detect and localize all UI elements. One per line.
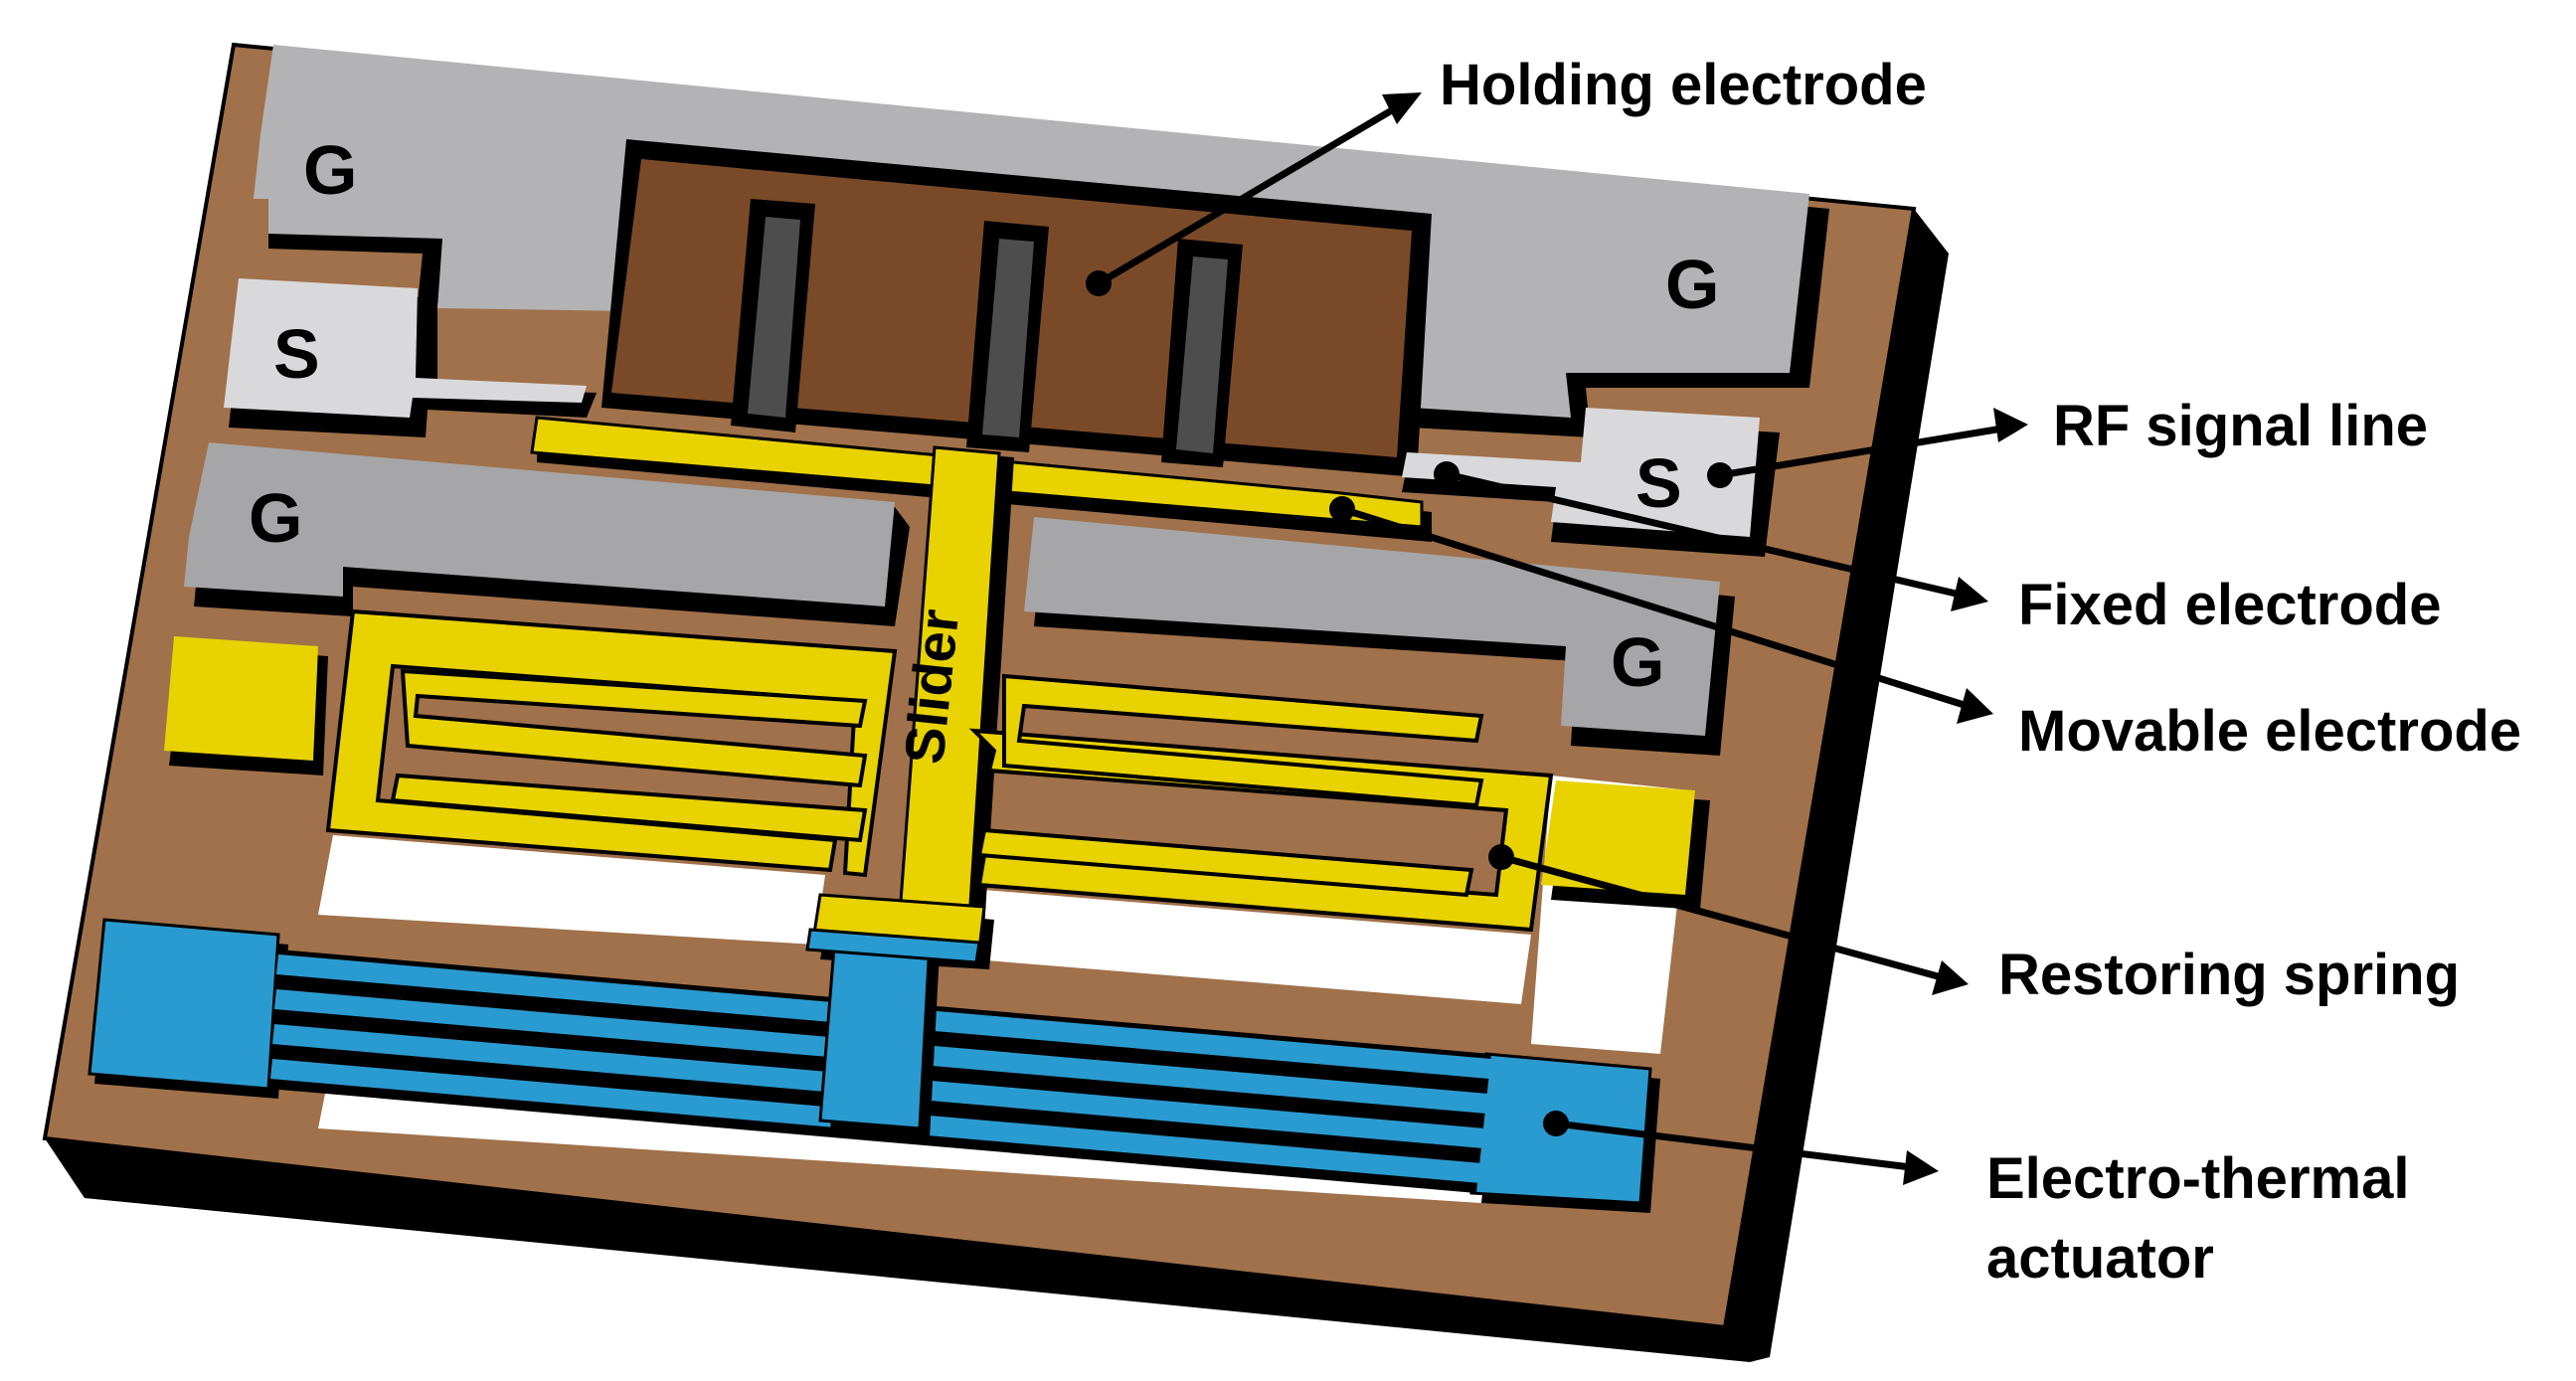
spring-right-finger-2 [976,827,1474,898]
actuator-center-block [818,933,932,1130]
label-movable-electrode: Movable electrode [2018,699,2521,764]
signal-pad-left [224,278,597,437]
dot-actuator [1543,1111,1569,1136]
holding-slot-2-inner [982,239,1034,437]
callout-pointers [1097,100,2009,1172]
pad-label-s-left: S [273,315,320,393]
pad-label-g-mid-left: G [249,479,302,557]
callout-arrowheads [1382,92,2028,1185]
pointer-actuator [1555,1120,1920,1172]
dot-rf-signal-line [1707,462,1733,488]
ground-mid-left-top [184,442,895,606]
pointer-restoring-spring [1500,853,1950,983]
spring-left-finger-2 [390,773,868,843]
spring-left-frame [325,608,898,878]
holding-electrode [601,139,1432,477]
pointer-movable-electrode [1340,505,1975,712]
signal-pad-left-top [224,278,587,418]
pad-letters: G G S S G G [249,131,1719,701]
opening-right [974,890,1531,1004]
pad-label-g-top-right: G [1665,246,1719,323]
label-actuator-line2: actuator [1986,1226,2214,1291]
callout-labels: Holding electrode RF signal line Fixed e… [1440,53,2521,1291]
signal-pad-right-top [1402,408,1760,537]
arrowhead-holding-electrode [1382,92,1422,124]
spring-left-anchor [164,636,318,761]
arrowhead-restoring-spring [1932,960,1969,995]
signal-pad-right [1402,408,1780,557]
dot-restoring-spring [1488,844,1514,870]
dot-fixed-electrode [1434,461,1460,487]
pad-label-g-top-left: G [303,131,357,209]
electro-thermal-actuator [87,918,1660,1213]
label-actuator-line1: Electro-thermal [1986,1146,2409,1211]
pointer-rf-signal-line [1719,424,2009,479]
actuator-cap [805,928,981,964]
ground-mid-left [184,442,910,626]
substrate-side [45,209,1949,1362]
callout-dots [1086,270,1733,1136]
holding-slot-3-inner [1176,257,1228,453]
dot-movable-electrode [1329,496,1355,522]
spring-right-finger-1 [1002,673,1484,808]
arrowhead-movable-electrode [1957,688,1993,724]
spring-right-anchor [1541,780,1695,895]
label-holding-electrode: Holding electrode [1440,53,1927,117]
pointer-holding-electrode [1097,100,1404,287]
arrowhead-actuator [1903,1150,1939,1185]
label-rf-signal-line: RF signal line [2053,394,2428,458]
pointer-fixed-electrode [1446,470,1970,601]
spring-left-finger-1 [400,668,868,788]
dot-holding-electrode [1086,270,1112,296]
arrowhead-rf-signal-line [1993,408,2028,442]
pad-label-g-mid-right: G [1611,623,1664,701]
actuator-left-anchor [87,918,280,1091]
restoring-spring-right [968,673,1710,933]
label-restoring-spring: Restoring spring [1998,943,2460,1007]
opening-left [318,835,825,945]
arrowhead-fixed-electrode [1951,577,1988,611]
restoring-spring-left [164,608,898,878]
holding-slot-1-inner [748,217,800,418]
label-fixed-electrode: Fixed electrode [2018,573,2441,637]
pad-label-s-right: S [1635,444,1682,522]
